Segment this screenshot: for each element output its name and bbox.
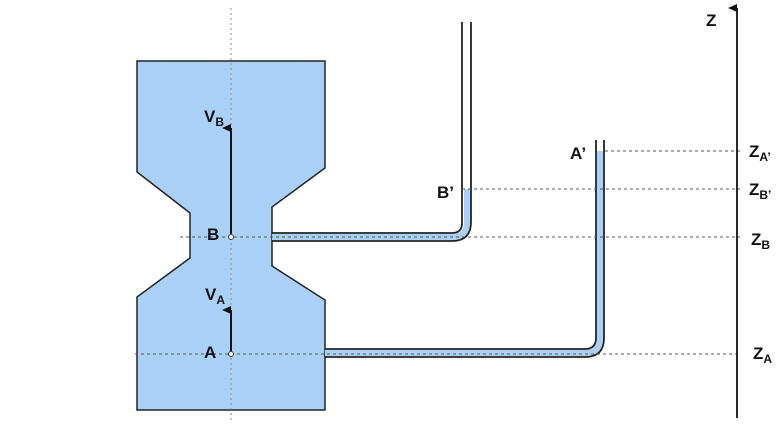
label-a-prime: A’ — [570, 144, 586, 163]
point-a — [228, 351, 234, 357]
label-a: A — [204, 343, 216, 362]
label-vb: VB — [204, 107, 224, 129]
tube-a-fill — [325, 151, 603, 356]
label-va: VA — [205, 285, 225, 307]
point-b — [228, 234, 234, 240]
tube-a-outline — [325, 140, 605, 358]
tube-b-outline — [272, 22, 472, 242]
label-za: ZA — [753, 344, 772, 366]
label-b-prime: B’ — [437, 183, 454, 202]
label-zb-prime: ZB’ — [749, 180, 771, 202]
label-z-axis: Z — [706, 11, 716, 30]
label-zb: ZB — [751, 230, 770, 252]
label-b: B — [207, 225, 219, 244]
label-za-prime: ZA’ — [749, 142, 771, 164]
